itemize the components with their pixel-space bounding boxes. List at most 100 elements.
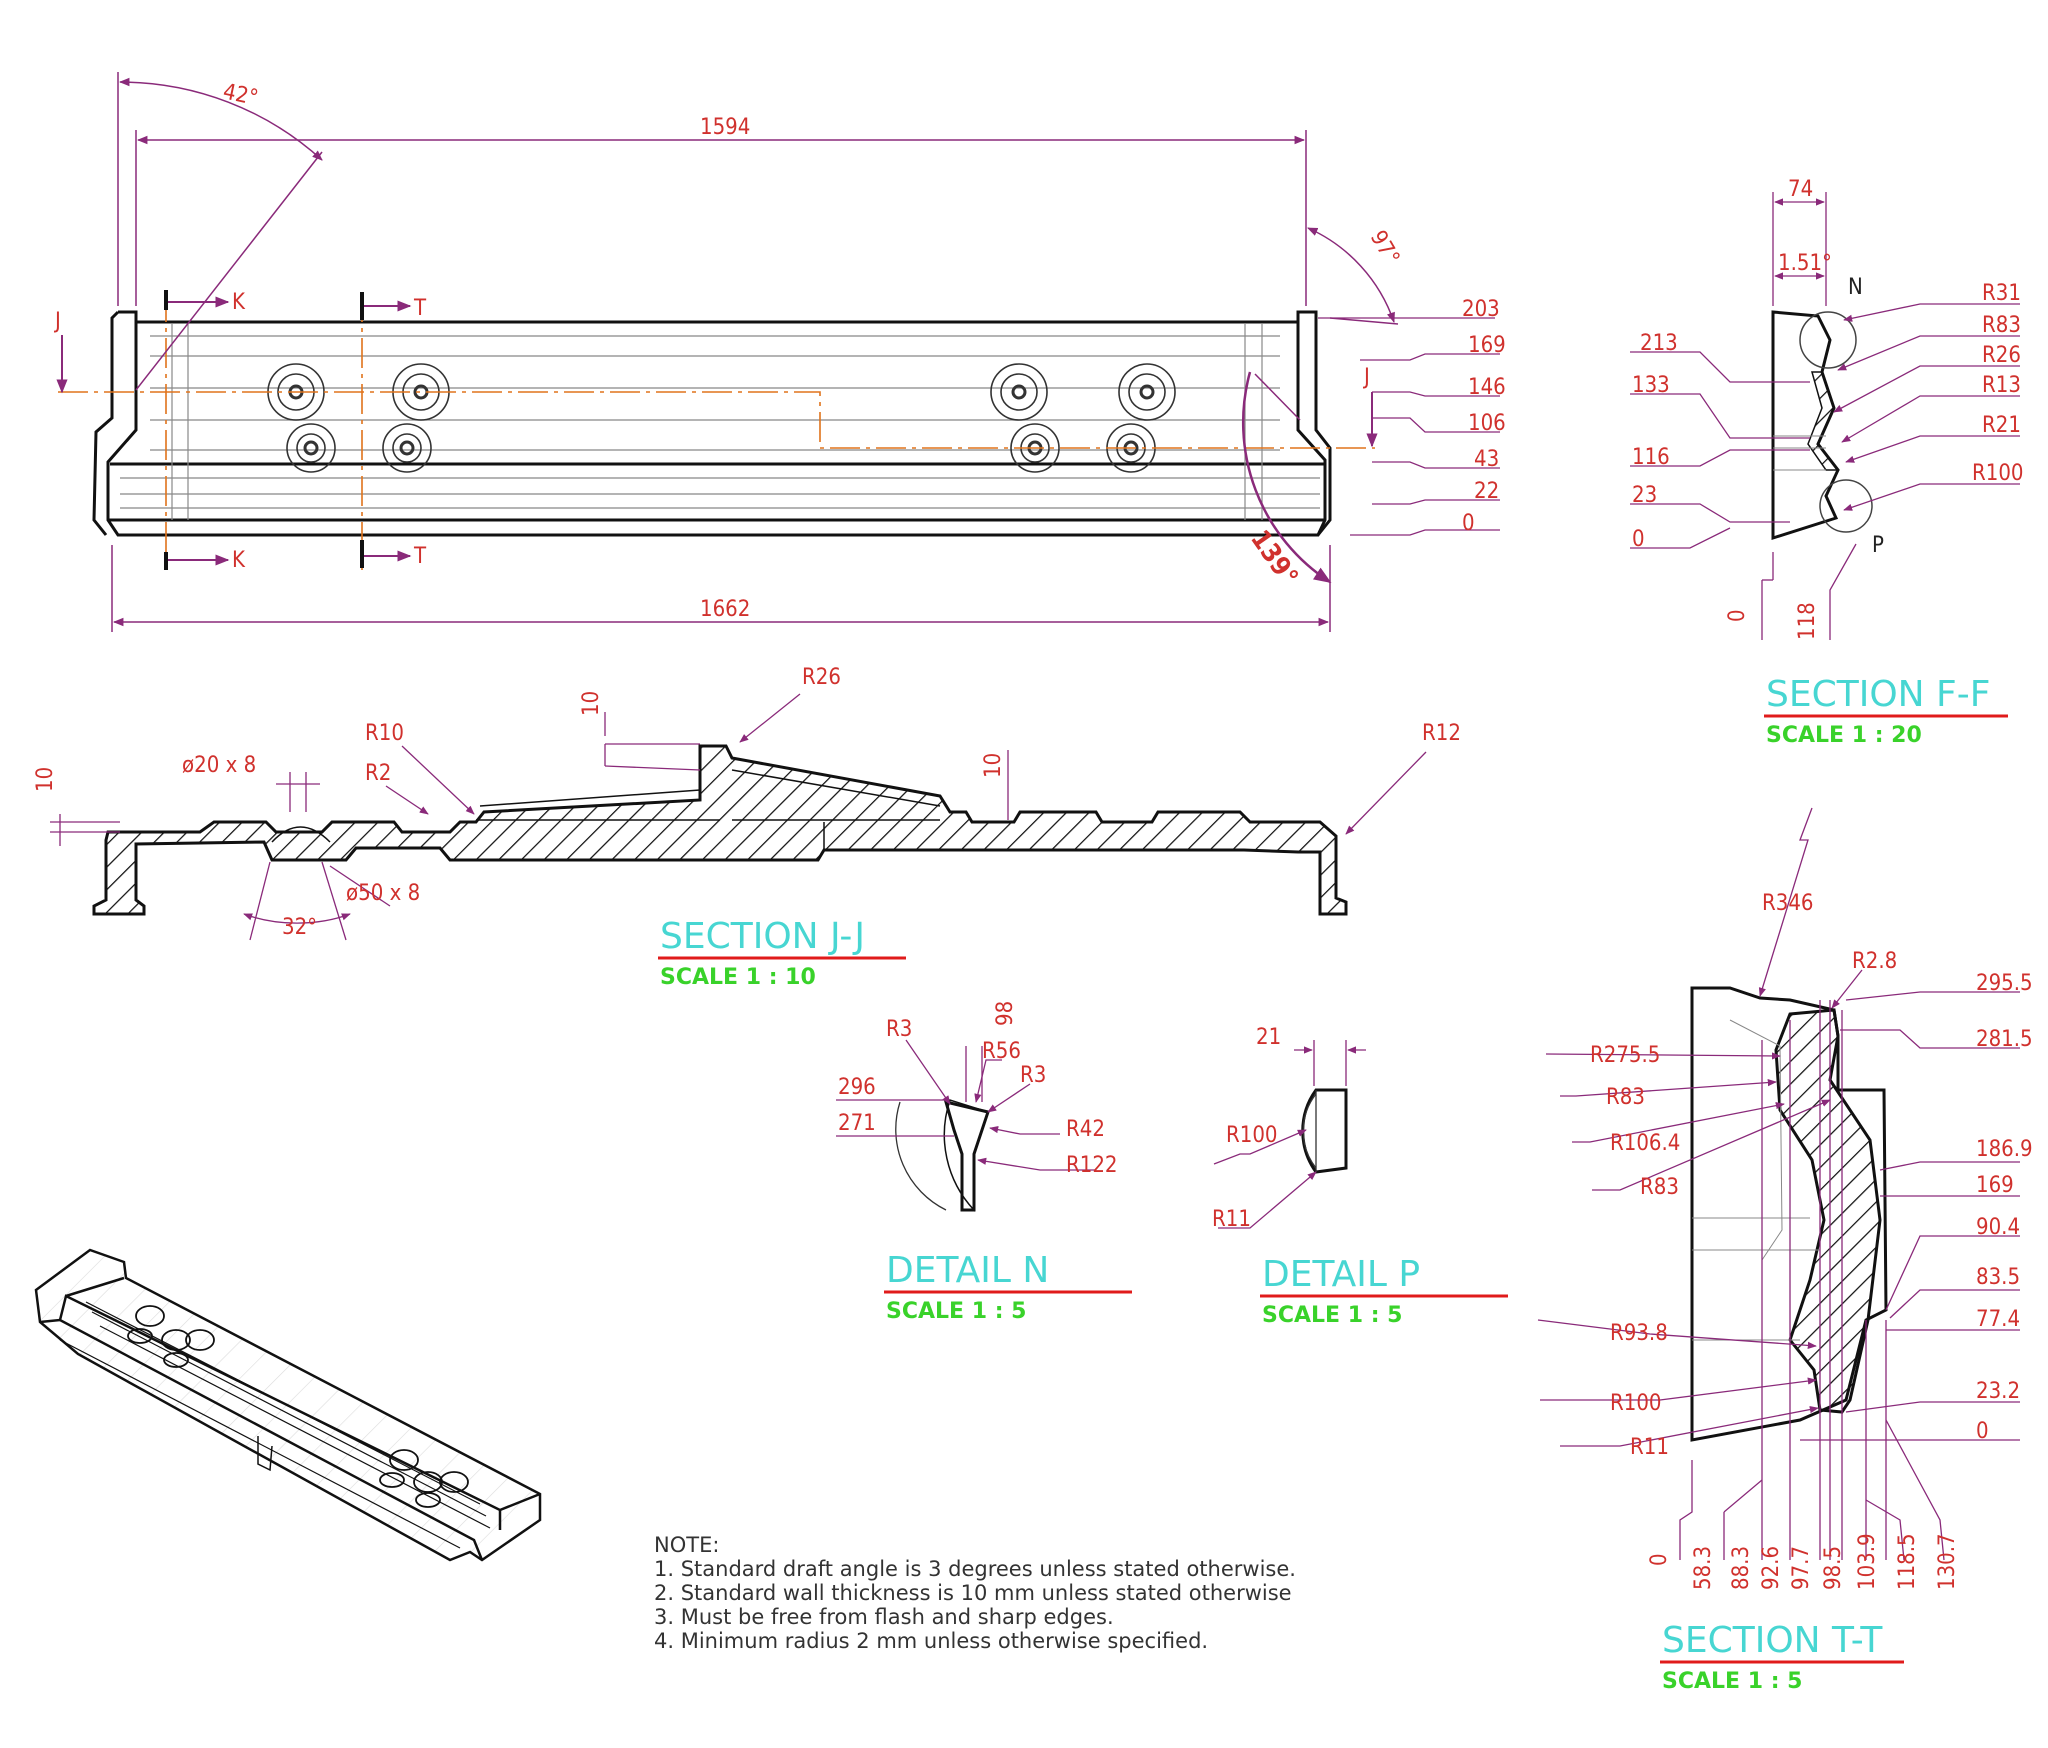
height-146: 146 — [1468, 375, 1506, 400]
detail-n-r3-left: R3 — [886, 1017, 912, 1042]
section-j-j-title: SECTION J-J — [660, 916, 865, 957]
ff-radius-r100: R100 — [1972, 461, 2024, 486]
ff-dim-213: 213 — [1640, 331, 1678, 356]
length-1662: 1662 — [700, 597, 750, 622]
ff-detail-n-label: N — [1848, 275, 1863, 300]
ff-radius-r13: R13 — [1982, 373, 2021, 398]
tt-right-281-5: 281.5 — [1976, 1027, 2033, 1052]
note-line-4: 4. Minimum radius 2 mm unless otherwise … — [654, 1629, 1208, 1653]
tt-left-r275-5: R275.5 — [1590, 1043, 1660, 1068]
detail-p-dim-21: 21 — [1256, 1025, 1281, 1050]
ff-angle-151: 1.51° — [1778, 251, 1832, 276]
notes-block: NOTE: 1. Standard draft angle is 3 degre… — [654, 1533, 1296, 1653]
tt-radius-r346: R346 — [1762, 891, 1814, 916]
detail-n: R3 98 R56 R3 296 271 R42 R122 DETAIL N S… — [836, 1001, 1132, 1324]
tt-radius-r2-8: R2.8 — [1852, 949, 1897, 974]
detail-n-r122: R122 — [1066, 1153, 1118, 1178]
ff-radius-r83: R83 — [1982, 313, 2021, 338]
ff-radius-r26: R26 — [1982, 343, 2021, 368]
tt-bottom-92-6: 92.6 — [1759, 1546, 1784, 1590]
height-22: 22 — [1474, 479, 1499, 504]
tt-bottom-88-3: 88.3 — [1729, 1546, 1754, 1590]
tt-left-r106-4: R106.4 — [1610, 1131, 1680, 1156]
section-j-j-profile — [92, 744, 1348, 916]
section-f-f-title: SECTION F-F — [1766, 674, 1990, 715]
jj-angle-32: 32° — [282, 915, 317, 940]
ff-dim-116: 116 — [1632, 445, 1670, 470]
section-t-t-scale: SCALE 1 : 5 — [1662, 1669, 1802, 1694]
tt-bottom-0: 0 — [1647, 1553, 1672, 1566]
detail-n-dim-271: 271 — [838, 1111, 876, 1136]
jj-radius-r12: R12 — [1422, 721, 1461, 746]
cut-label-k-bottom: K — [232, 548, 246, 573]
detail-n-r56: R56 — [982, 1039, 1021, 1064]
top-view-bosses — [267, 363, 1176, 473]
length-1594: 1594 — [700, 115, 750, 140]
ff-dim-133: 133 — [1632, 373, 1670, 398]
top-view-inner-lines — [120, 324, 1320, 520]
section-t-t-hatch — [1774, 1008, 1882, 1414]
section-t-t-title: SECTION T-T — [1662, 1620, 1883, 1661]
detail-n-scale: SCALE 1 : 5 — [886, 1299, 1026, 1324]
tt-bottom-103-9: 103.9 — [1855, 1533, 1880, 1590]
tt-right-90-4: 90.4 — [1976, 1215, 2020, 1240]
jj-radius-r2: R2 — [365, 761, 391, 786]
section-f-f-scale: SCALE 1 : 20 — [1766, 723, 1922, 748]
detail-n-r3-right: R3 — [1020, 1063, 1046, 1088]
detail-n-dim-98: 98 — [993, 1001, 1018, 1026]
tt-bottom-130-7: 130.7 — [1935, 1533, 1960, 1590]
top-view-dimension-lines — [111, 72, 1399, 632]
tt-left-r83-b: R83 — [1640, 1175, 1679, 1200]
ff-radius-r21: R21 — [1982, 413, 2021, 438]
tt-left-r83-a: R83 — [1606, 1085, 1645, 1110]
tt-right-77-4: 77.4 — [1976, 1307, 2020, 1332]
jj-hole-top: ø20 x 8 — [182, 753, 256, 778]
section-f-f: N P 74 1.51° 213 — [1630, 177, 2024, 748]
top-view-height-leaders — [1318, 317, 1500, 536]
height-43: 43 — [1474, 447, 1499, 472]
ff-detail-p-label: P — [1872, 533, 1884, 558]
top-view: K K T T J J 42° 1594 1662 97° — [53, 72, 1506, 632]
section-j-j-leaders — [50, 693, 1427, 941]
height-0: 0 — [1462, 511, 1475, 536]
tt-bottom-97-7: 97.7 — [1789, 1546, 1814, 1590]
detail-p-scale: SCALE 1 : 5 — [1262, 1303, 1402, 1328]
detail-n-dim-296: 296 — [838, 1075, 876, 1100]
note-line-3: 3. Must be free from flash and sharp edg… — [654, 1605, 1114, 1629]
isometric-view — [34, 1248, 542, 1562]
detail-p-r100: R100 — [1226, 1123, 1278, 1148]
section-t-t: R346 R2.8 R275.5 R83 R106.4 R83 R93.8 R1… — [1537, 807, 2033, 1694]
jj-ten-left: 10 — [33, 767, 58, 792]
ff-bottom-118: 118 — [1795, 602, 1820, 640]
jj-radius-r26: R26 — [802, 665, 841, 690]
tt-left-r11: R11 — [1630, 1435, 1669, 1460]
tt-bottom-118-5: 118.5 — [1895, 1533, 1920, 1590]
tt-right-0: 0 — [1976, 1419, 1989, 1444]
ff-dim-0: 0 — [1632, 527, 1645, 552]
height-203: 203 — [1462, 297, 1500, 322]
top-view-cut-lines — [56, 296, 1378, 566]
tt-bottom-58-3: 58.3 — [1691, 1546, 1716, 1590]
section-j-j: R26 10 R10 R2 ø20 x 8 10 10 R12 ø50 x 8 … — [33, 665, 1461, 990]
angle-97: 97° — [1365, 227, 1404, 270]
detail-n-circle — [1799, 311, 1873, 533]
detail-n-title: DETAIL N — [886, 1250, 1049, 1291]
tt-bottom-98-5: 98.5 — [1821, 1546, 1846, 1590]
detail-p: 21 R100 R11 DETAIL P SCALE 1 : 5 — [1212, 1025, 1508, 1328]
notes-heading: NOTE: — [654, 1533, 719, 1557]
tt-right-83-5: 83.5 — [1976, 1265, 2020, 1290]
tt-right-169: 169 — [1976, 1173, 2014, 1198]
detail-n-r42: R42 — [1066, 1117, 1105, 1142]
top-view-centerlines — [58, 292, 1375, 570]
ff-bottom-0: 0 — [1725, 609, 1750, 622]
tt-right-295-5: 295.5 — [1976, 971, 2033, 996]
cut-label-k-top: K — [232, 290, 246, 315]
detail-p-title: DETAIL P — [1262, 1254, 1420, 1295]
note-line-1: 1. Standard draft angle is 3 degrees unl… — [654, 1557, 1296, 1581]
detail-p-r11: R11 — [1212, 1207, 1251, 1232]
tt-right-186-9: 186.9 — [1976, 1137, 2033, 1162]
note-line-2: 2. Standard wall thickness is 10 mm unle… — [654, 1581, 1292, 1605]
top-view-outline — [92, 310, 1332, 537]
section-j-j-scale: SCALE 1 : 10 — [660, 965, 816, 990]
